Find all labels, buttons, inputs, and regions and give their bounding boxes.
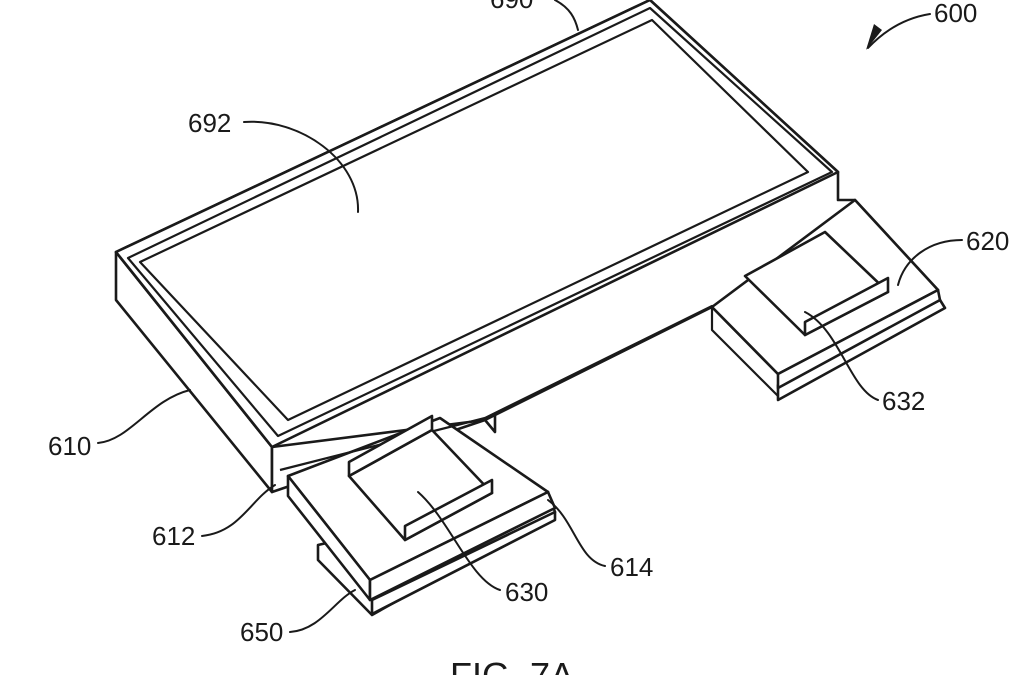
- label-612: 612: [152, 521, 195, 551]
- label-620: 620: [966, 226, 1009, 256]
- figure-caption: FIG. 7A: [450, 655, 574, 675]
- label-632: 632: [882, 386, 925, 416]
- label-600: 600: [934, 0, 977, 28]
- label-650: 650: [240, 617, 283, 647]
- label-610: 610: [48, 431, 91, 461]
- label-630: 630: [505, 577, 548, 607]
- label-690: 690: [490, 0, 533, 14]
- label-614: 614: [610, 552, 653, 582]
- label-692: 692: [188, 108, 231, 138]
